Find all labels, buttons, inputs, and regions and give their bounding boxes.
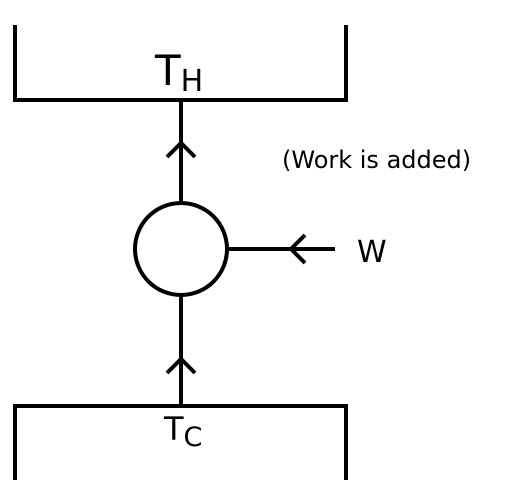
work-annotation: (Work is added) (282, 146, 471, 174)
cold-reservoir-symbol: T (163, 410, 184, 448)
cold-reservoir-label: TC (163, 410, 202, 453)
upward-arrow-icon (165, 140, 197, 159)
cold-reservoir: TC (13, 404, 348, 480)
cold-reservoir-subscript: C (184, 422, 203, 453)
hot-reservoir-symbol: T (154, 46, 181, 95)
hot-reservoir-subscript: H (181, 64, 204, 99)
heat-pump-circle (133, 201, 229, 297)
work-label: W (357, 235, 387, 270)
left-arrow-icon (288, 233, 307, 265)
upward-arrow-icon (165, 356, 197, 375)
hot-reservoir: TH (13, 25, 348, 102)
hot-reservoir-label: TH (154, 46, 203, 99)
